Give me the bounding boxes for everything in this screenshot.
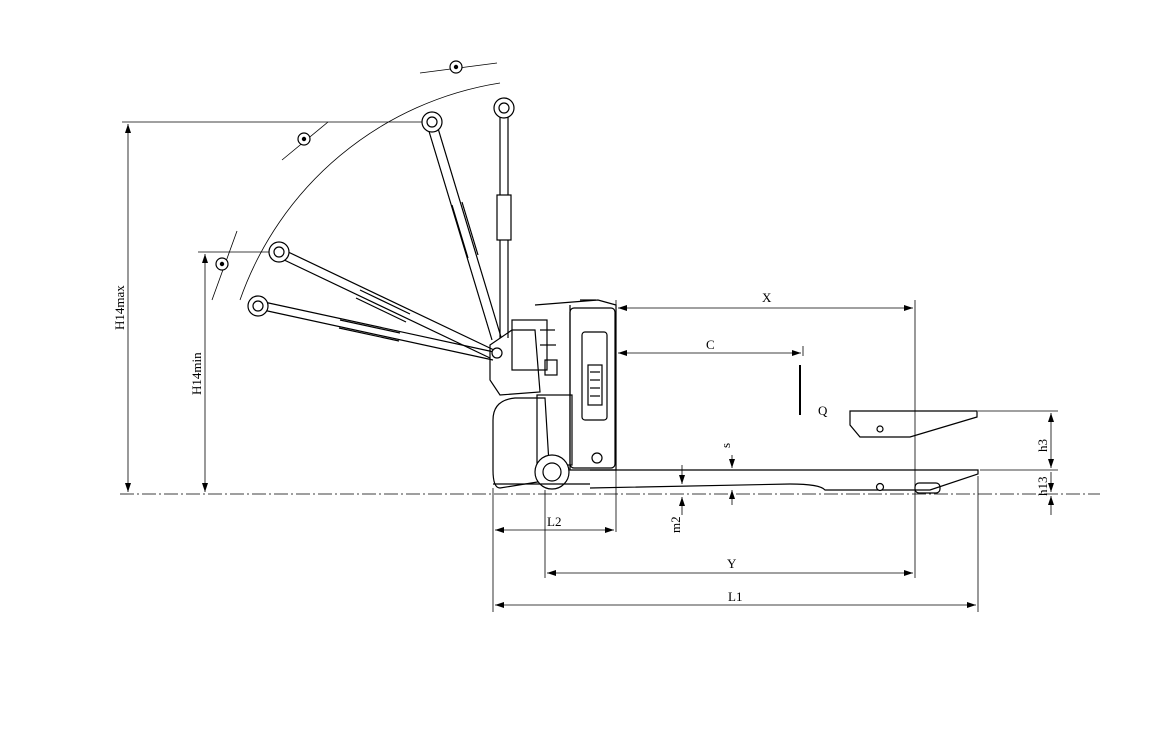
- l1-dimension: [495, 476, 979, 612]
- h13-label: h13: [1035, 477, 1050, 497]
- h3-label: h3: [1035, 439, 1050, 452]
- tiller-arm-upper-diagonal: [421, 111, 502, 341]
- tiller-arm-middle-diagonal: [268, 241, 495, 359]
- tiller-arm-vertical: [493, 97, 515, 338]
- x-dimension: [615, 300, 916, 578]
- m2-label: m2: [668, 516, 683, 533]
- tiller-arm-lower-diagonal: [247, 295, 495, 361]
- forks: [589, 410, 979, 494]
- h14min-dimension: [198, 251, 278, 492]
- h14max-label: H14max: [112, 285, 127, 330]
- s-label: s: [718, 443, 733, 448]
- c-label: C: [706, 337, 715, 352]
- drive-unit: [492, 394, 590, 490]
- y-label: Y: [727, 556, 737, 571]
- q-label: Q: [818, 403, 828, 418]
- h14min-label: H14min: [189, 352, 204, 395]
- l1-label: L1: [728, 589, 742, 604]
- h3-dimension: [978, 410, 1058, 471]
- h14max-dimension: [122, 121, 440, 492]
- raised-fork-tip: [849, 410, 978, 438]
- l2-dimension: [492, 488, 614, 612]
- tiller-pivot-assembly: [489, 319, 558, 396]
- l2-label: L2: [547, 514, 561, 529]
- tiller-swing-arc: [239, 82, 501, 301]
- swing-arc-markers: [211, 60, 498, 301]
- x-label: X: [762, 290, 772, 305]
- c-dimension: [618, 346, 804, 356]
